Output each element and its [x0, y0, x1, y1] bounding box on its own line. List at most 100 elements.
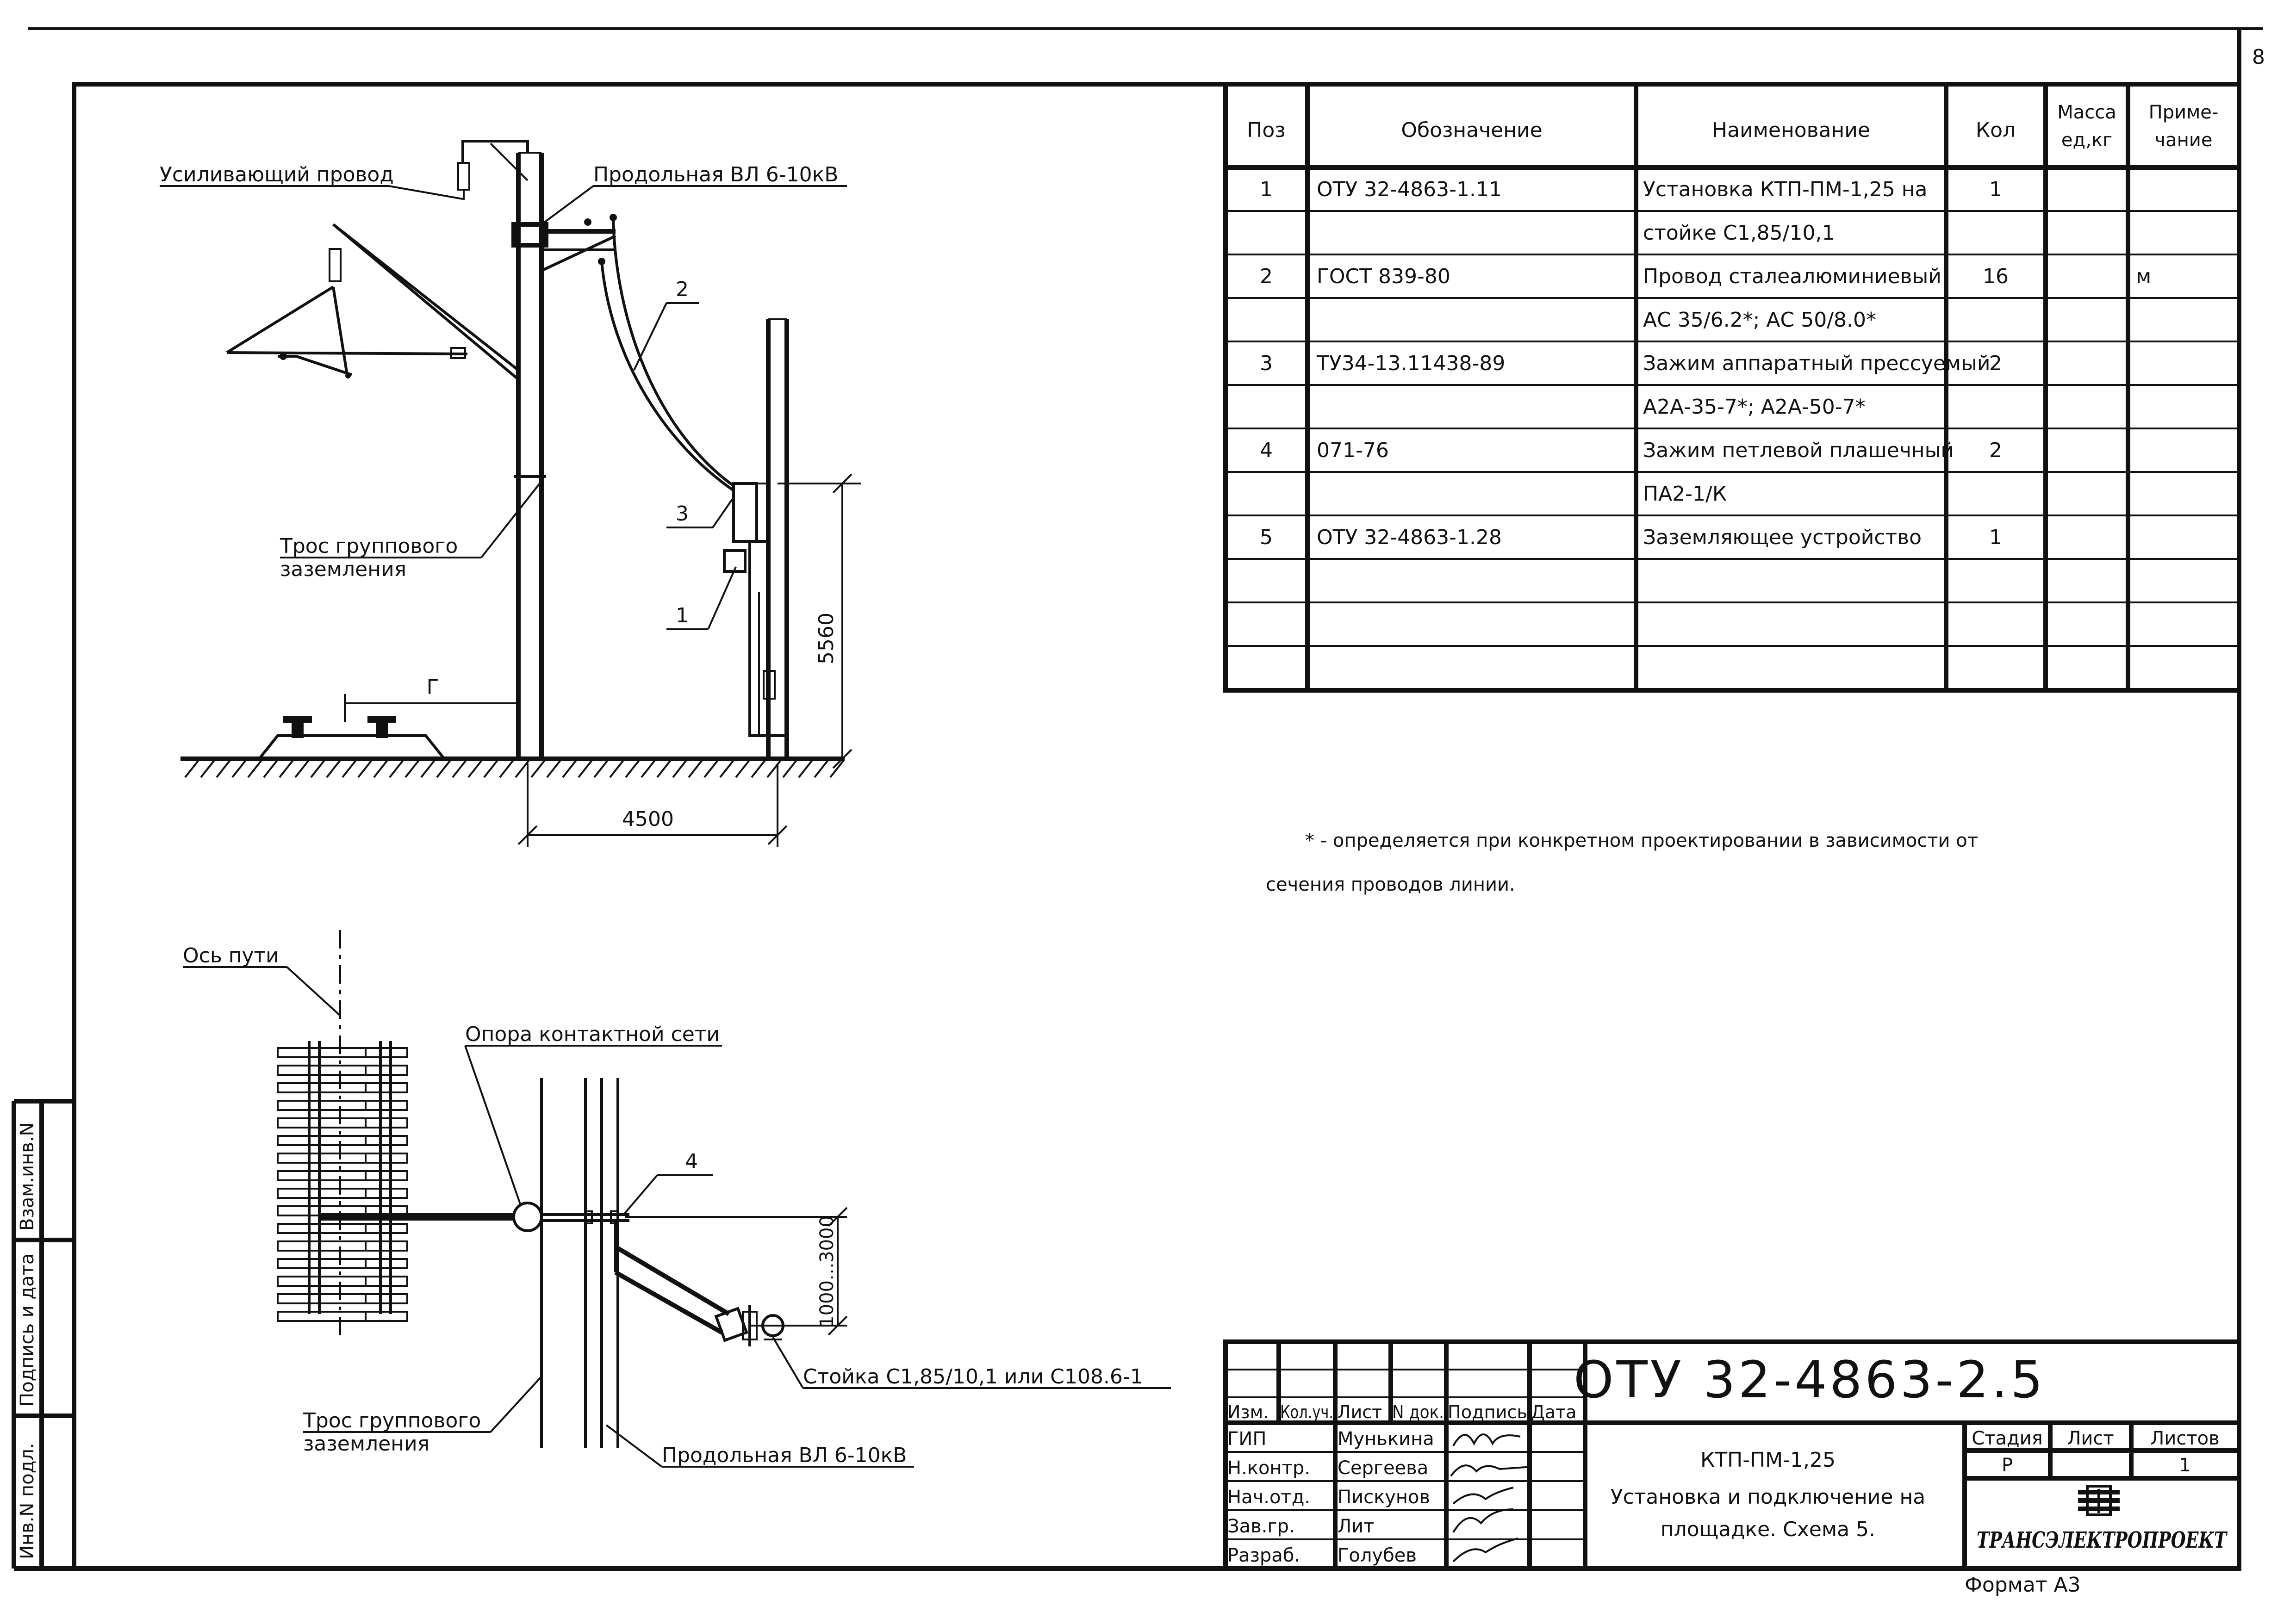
tb-header-kol-uch: Кол.уч. — [1280, 1402, 1333, 1422]
header-qty: Кол — [1976, 118, 2016, 142]
tb-role-name: Пискунов — [1338, 1487, 1430, 1508]
label-ground-cable-top: Трос группового заземления — [280, 480, 542, 581]
spec-cell-qty: 2 — [1989, 439, 2002, 462]
spec-table: Поз Обозначение Наименование Кол Масса е… — [1223, 82, 2241, 693]
spec-cell-name: Провод сталеалюминиевый — [1643, 265, 1941, 288]
tb-header-list: Лист — [1338, 1402, 1382, 1422]
page-number: 8 — [2252, 45, 2265, 69]
plan-view: Ось пути Опора контактной сети 4 1000...… — [183, 930, 1171, 1468]
spec-cell-designation: ОТУ 32-4863-1.11 — [1317, 178, 1502, 201]
spec-cell-qty: 2 — [1989, 352, 2002, 375]
tb-role: Зав.гр. — [1227, 1516, 1295, 1537]
document-code: ОТУ 32-4863-2.5 — [1574, 1350, 2046, 1409]
dim-height: 5560 — [778, 473, 861, 769]
sheets-value: 1 — [2179, 1455, 2190, 1476]
stage-header: Стадия — [1972, 1428, 2042, 1449]
tb-role-name: Мунькина — [1338, 1428, 1434, 1450]
svg-text:4500: 4500 — [622, 807, 674, 831]
label-ground-cable-plan: Трос группового заземления — [303, 1376, 542, 1456]
branch-to-ktp-b — [614, 1270, 723, 1335]
svg-text:4: 4 — [685, 1150, 698, 1173]
svg-text:Продольная ВЛ 6-10кВ: Продольная ВЛ 6-10кВ — [593, 163, 838, 186]
spec-cell-name: Зажим аппаратный прессуемый — [1643, 352, 1990, 375]
svg-text:Стойка С1,85/10,1 или С108.6-1: Стойка С1,85/10,1 или С108.6-1 — [803, 1365, 1143, 1389]
header-mass-2: ед,кг — [2061, 130, 2112, 151]
svg-text:Трос группового: Трос группового — [280, 534, 458, 558]
spec-cell-pos: 4 — [1260, 439, 1273, 462]
sleepers — [277, 1047, 408, 1322]
spec-cell-name: ПА2-1/К — [1643, 482, 1727, 506]
spec-cell-pos: 5 — [1260, 526, 1273, 549]
organization-name: ТРАНСЭЛЕКТРОПРОЕКТ — [1977, 1527, 2228, 1553]
paper-format: Формат А3 — [1965, 1573, 2081, 1597]
signatures — [1450, 1433, 1532, 1562]
tb-header-podpis: Подпись — [1448, 1402, 1527, 1422]
spec-cell-designation: ОТУ 32-4863-1.28 — [1317, 526, 1502, 549]
header-pos: Поз — [1247, 118, 1285, 142]
ktp-unit-upper — [732, 482, 758, 543]
spec-cell-name: Установка КТП-ПМ-1,25 на — [1643, 178, 1927, 201]
pos-marker-2: 2 — [633, 278, 699, 371]
tb-role: ГИП — [1227, 1428, 1266, 1450]
label-longitudinal-line-plan: Продольная ВЛ 6-10кВ — [605, 1424, 914, 1468]
header-name: Наименование — [1712, 118, 1870, 142]
header-designation: Обозначение — [1401, 118, 1542, 142]
stamp-inv-replace: Взам.инв.N — [17, 1122, 38, 1231]
sheet-frame: 8 — [28, 27, 2265, 1571]
spec-cell-name: АС 35/6.2*; АС 50/8.0* — [1643, 308, 1876, 332]
svg-text:Опора контактной сети: Опора контактной сети — [465, 1023, 720, 1046]
spec-cell-pos: 1 — [1260, 178, 1273, 201]
spec-cell-designation: 071-76 — [1317, 439, 1389, 462]
svg-text:Усиливающий провод: Усиливающий провод — [160, 163, 394, 186]
svg-text:заземления: заземления — [303, 1432, 429, 1456]
sheets-header: Листов — [2150, 1428, 2219, 1449]
svg-text:Продольная ВЛ 6-10кВ: Продольная ВЛ 6-10кВ — [662, 1444, 907, 1467]
stage-value: Р — [2002, 1455, 2013, 1476]
longitudinal-wire-a — [612, 217, 734, 487]
insulator-cantilever — [329, 248, 342, 282]
header-mass-1: Масса — [2057, 102, 2116, 123]
ground-hatch — [184, 759, 845, 778]
organization-logo-icon — [2078, 1485, 2120, 1516]
label-catenary-support: Опора контактной сети — [464, 1023, 722, 1206]
label-track-axis: Ось пути — [183, 944, 341, 1017]
dim-offset: 1000...3000 — [625, 1207, 848, 1336]
spec-cell-name: Заземляющее устройство — [1643, 526, 1922, 549]
svg-text:3: 3 — [676, 502, 689, 526]
description-line-3: площадке. Схема 5. — [1661, 1518, 1875, 1541]
svg-text:Г: Г — [427, 676, 439, 699]
dim-distance: 4500 — [517, 763, 788, 847]
tb-role-name: Лит — [1338, 1516, 1374, 1537]
spec-cell-qty: 1 — [1989, 526, 2002, 549]
pos-marker-4: 4 — [624, 1150, 713, 1214]
description-line-2: Установка и подключение на — [1611, 1485, 1925, 1509]
cantilever-lower — [226, 351, 468, 355]
dim-gauge: Г — [344, 676, 518, 722]
tb-role-name: Сергеева — [1338, 1457, 1428, 1479]
ballast — [258, 734, 446, 760]
svg-text:заземления: заземления — [280, 558, 406, 581]
svg-text:5560: 5560 — [815, 613, 838, 664]
svg-text:2: 2 — [676, 278, 689, 301]
tb-role: Нач.отд. — [1227, 1487, 1310, 1508]
label-stand: Стойка С1,85/10,1 или С108.6-1 — [772, 1336, 1171, 1389]
tb-header-izm: Изм. — [1227, 1402, 1269, 1422]
svg-text:Ось пути: Ось пути — [183, 944, 279, 967]
spec-cell-pos: 3 — [1260, 352, 1273, 375]
spec-cell-qty: 16 — [1983, 265, 2009, 288]
label-longitudinal-line-top: Продольная ВЛ 6-10кВ — [541, 163, 847, 225]
tb-role: Н.контр. — [1227, 1457, 1310, 1479]
tb-role: Разраб. — [1227, 1545, 1300, 1566]
stamp-sign-date: Подпись и дата — [17, 1253, 38, 1407]
footnote-line-1: * - определяется при конкретном проектир… — [1305, 830, 1978, 851]
header-note-2: чание — [2155, 130, 2213, 151]
tb-header-n-dok: N док. — [1392, 1402, 1444, 1422]
tb-role-name: Голубев — [1338, 1545, 1417, 1566]
title-block: Изм. Кол.уч. Лист N док. Подпись Дата ГИ… — [1223, 1339, 2241, 1571]
pos-marker-1: 1 — [666, 566, 737, 630]
pos-marker-3: 3 — [666, 496, 734, 528]
svg-text:1: 1 — [676, 604, 689, 627]
crossarm-clamp — [511, 222, 548, 248]
spec-cell-designation: ГОСТ 839-80 — [1317, 265, 1450, 288]
